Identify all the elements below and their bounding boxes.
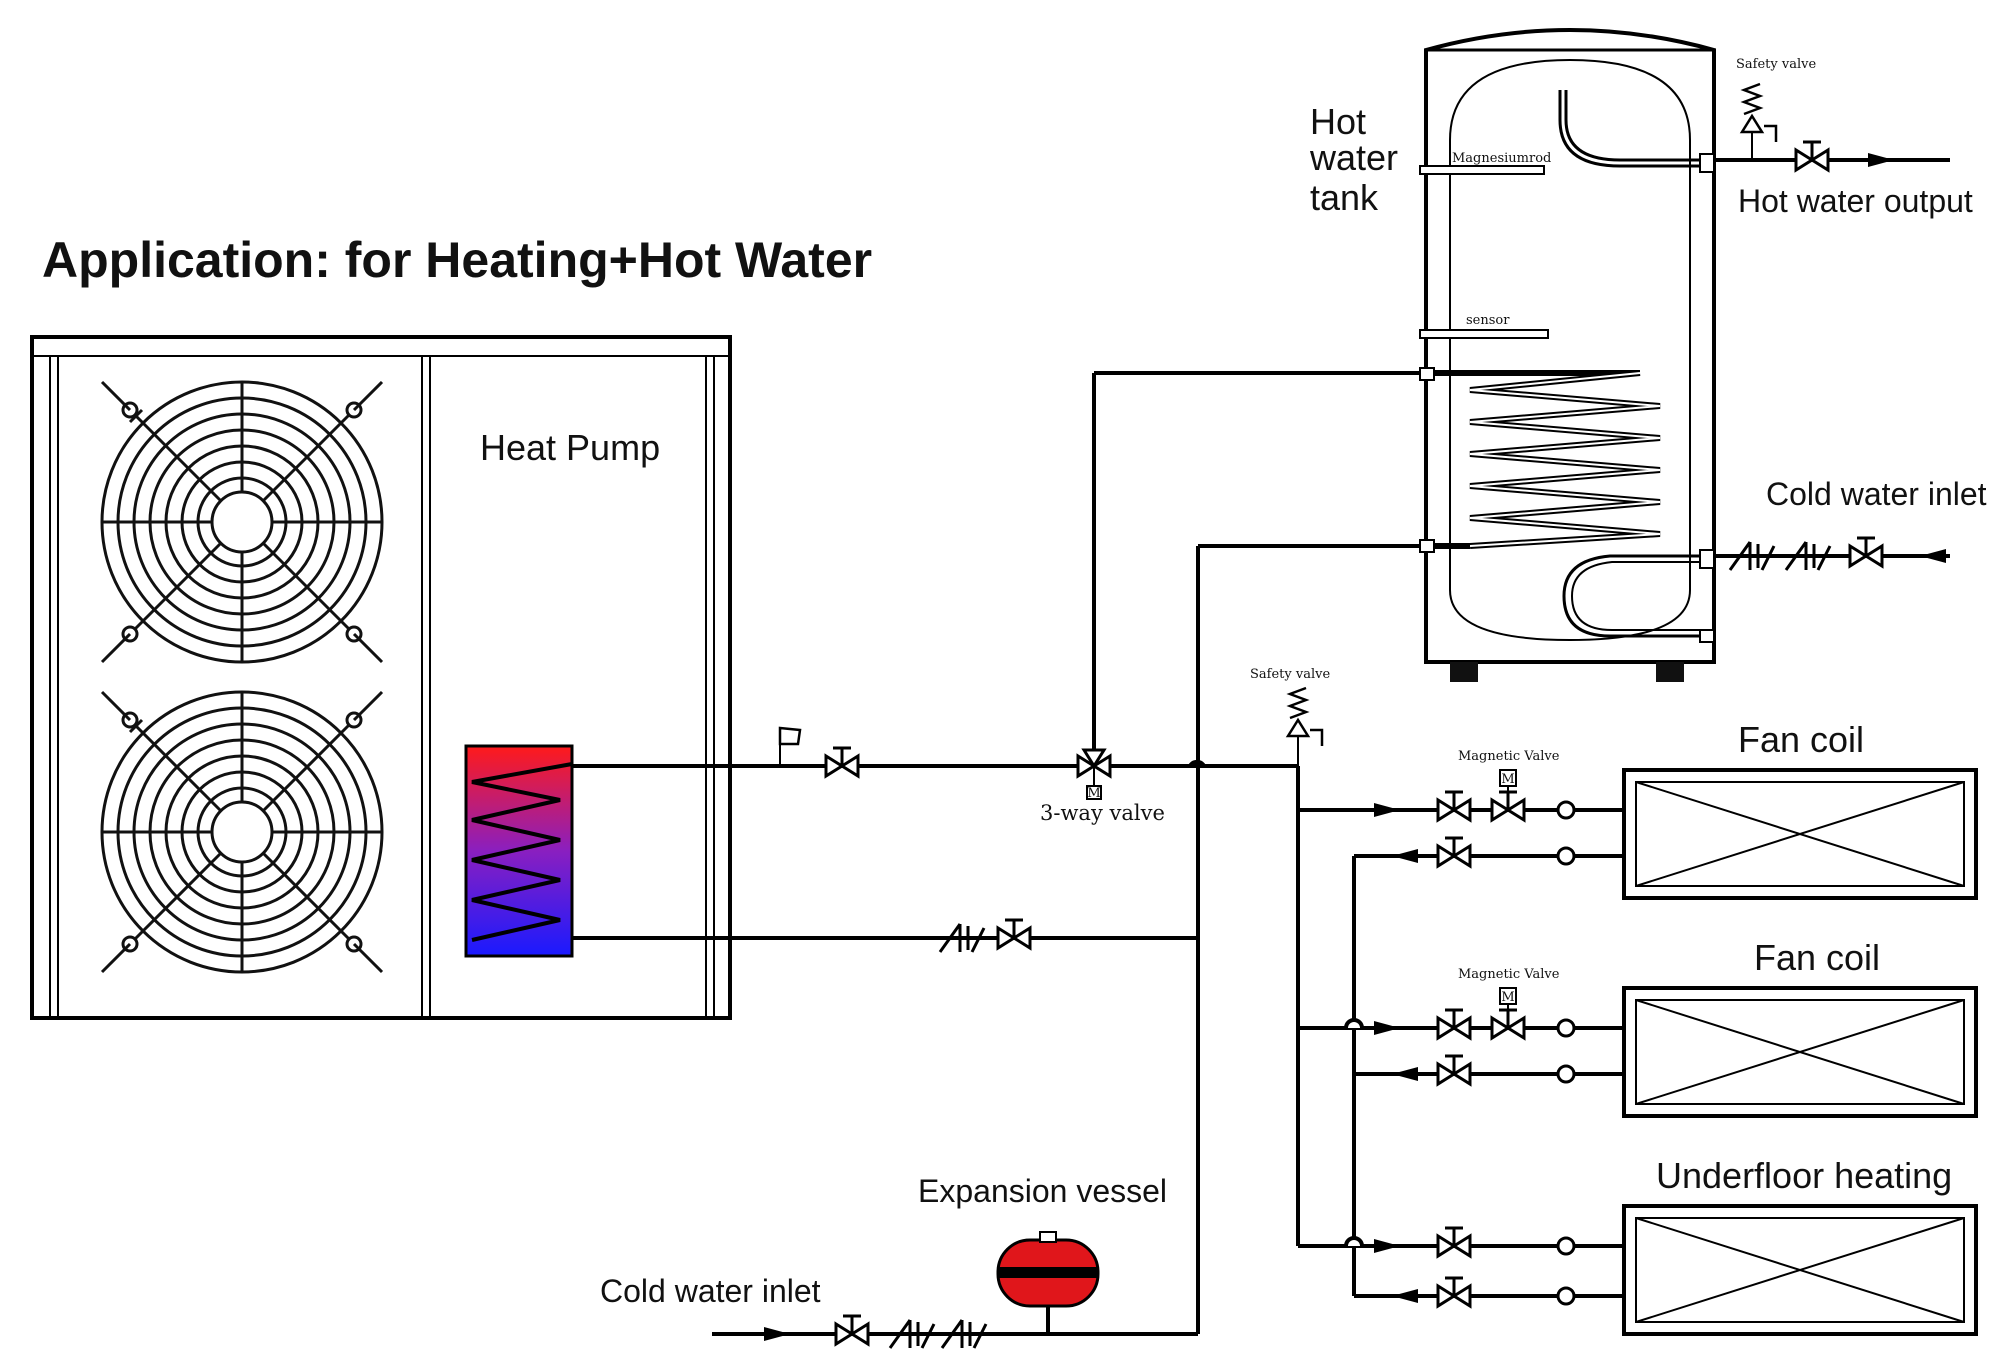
air-vent-icon <box>778 726 802 746</box>
hot-water-output-label: Hot water output <box>1738 183 1973 219</box>
fan-coil-2-supply-valve-icon <box>1436 1008 1472 1040</box>
cold-water-inlet-tank-label: Cold water inlet <box>1766 476 1987 512</box>
fan-coil-1-return-valve-icon <box>1436 836 1472 868</box>
three-way-valve-label: 3-way valve <box>1040 801 1165 825</box>
heating-supply-riser: Safety valve <box>1250 667 1330 1246</box>
main-cold-water-inlet: Cold water inlet Expansion vessel <box>600 1173 1198 1350</box>
magnesium-rod-label: Magnesiumrod <box>1452 151 1551 166</box>
cold-water-inlet-main-label: Cold water inlet <box>600 1273 821 1309</box>
hot-water-output-line: Safety valve Hot water output <box>1714 57 1973 219</box>
fan-coil-2-label: Fan coil <box>1754 937 1880 978</box>
fan-bottom-icon <box>100 690 384 974</box>
expansion-vessel-label: Expansion vessel <box>918 1173 1167 1209</box>
hot-water-tank-label-line2: water <box>1309 137 1398 178</box>
supply-valve-icon <box>824 746 860 778</box>
fan-coil-2-return-valve-icon <box>1436 1054 1472 1086</box>
hot-water-tank: Magnesiumrod sensor Hot water tank <box>1309 28 1716 682</box>
diagram-title: Application: for Heating+Hot Water <box>42 232 872 288</box>
inlet-valve-icon <box>834 1314 870 1346</box>
hot-output-valve-icon <box>1794 140 1830 172</box>
fan-top-icon <box>100 380 384 664</box>
underfloor-return-valve-icon <box>1436 1276 1472 1308</box>
heat-pump-unit: Heat Pump <box>30 335 732 1020</box>
fan-coil-1-supply-valve-icon <box>1436 790 1472 822</box>
fan-coil-2-motor-mark: M <box>1501 990 1514 1005</box>
hot-water-tank-label-line1: Hot <box>1310 101 1366 142</box>
underfloor-heating-label: Underfloor heating <box>1656 1155 1952 1196</box>
magnetic-valve-2-label: Magnetic Valve <box>1458 967 1560 982</box>
loop-safety-valve-label: Safety valve <box>1250 667 1330 682</box>
hot-water-tank-label-line3: tank <box>1310 177 1379 218</box>
tank-inlet-valve-icon <box>1848 536 1884 568</box>
heat-pump-supply-line <box>572 726 1290 778</box>
fan-coil-1-magnetic-valve-icon <box>1490 790 1526 822</box>
underfloor-heating-circuit: Underfloor heating <box>1298 1155 1978 1336</box>
heat-pump-label: Heat Pump <box>480 427 660 468</box>
tank-cold-water-inlet-line: Cold water inlet <box>1714 476 1987 572</box>
magnetic-valve-1-label: Magnetic Valve <box>1458 749 1560 764</box>
fan-coil-1-circuit: M Magnetic Valve Fan coil <box>1298 719 1978 900</box>
return-valve-icon <box>996 918 1032 950</box>
fan-coil-2-magnetic-valve-icon <box>1490 1008 1526 1040</box>
sensor-label: sensor <box>1466 313 1510 328</box>
tank-safety-valve-label: Safety valve <box>1736 57 1816 72</box>
three-way-valve: M 3-way valve <box>1040 371 1430 825</box>
fan-coil-1-motor-mark: M <box>1501 772 1514 787</box>
underfloor-supply-valve-icon <box>1436 1226 1472 1258</box>
fan-coil-1-label: Fan coil <box>1738 719 1864 760</box>
heat-pump-return-line <box>572 918 1198 954</box>
fan-coil-2-circuit: M Magnetic Valve Fan coil <box>1298 937 1978 1118</box>
three-way-valve-motor-mark: M <box>1087 786 1100 801</box>
